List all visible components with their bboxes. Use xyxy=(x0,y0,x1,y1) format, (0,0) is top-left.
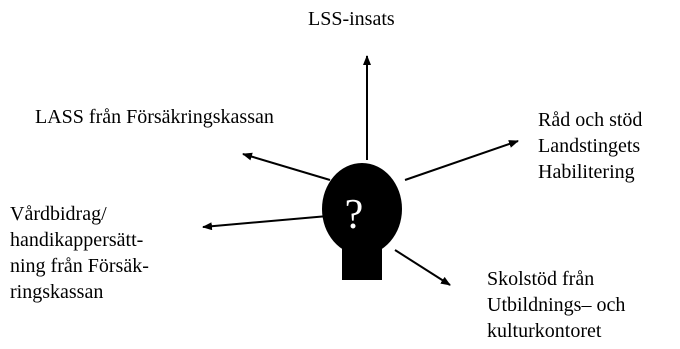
question-mark: ? xyxy=(345,192,364,238)
head-figure: ? xyxy=(322,163,402,280)
node-vard-line-3: ning från Försäk- xyxy=(10,255,149,277)
node-skol: Skolstöd från Utbildnings– och kulturkon… xyxy=(487,266,625,344)
arrow-to-rad xyxy=(404,140,519,181)
node-vard-line-1: Vårdbidrag/ xyxy=(10,203,107,225)
node-lss-line-1: LSS-insats xyxy=(308,8,395,30)
node-lass-line-1: LASS från Försäkringskassan xyxy=(35,106,274,128)
arrow-to-skol xyxy=(394,249,451,286)
node-lass: LASS från Försäkringskassan xyxy=(35,104,274,130)
node-rad: Råd och stöd Landstingets Habilitering xyxy=(538,107,642,185)
node-skol-line-3: kulturkontoret xyxy=(487,320,602,342)
node-rad-line-3: Habilitering xyxy=(538,161,635,183)
node-lss: LSS-insats xyxy=(308,6,395,32)
node-rad-line-1: Råd och stöd xyxy=(538,109,643,131)
arrow-to-vard xyxy=(202,215,329,231)
node-vard: Vårdbidrag/ handikappersätt- ning från F… xyxy=(10,201,149,305)
arrow-to-lass xyxy=(242,152,331,181)
node-skol-line-1: Skolstöd från xyxy=(487,268,595,290)
node-skol-line-2: Utbildnings– och xyxy=(487,294,626,316)
node-vard-line-2: handikappersätt- xyxy=(10,229,144,251)
node-rad-line-2: Landstingets xyxy=(538,135,641,157)
node-vard-line-4: ringskassan xyxy=(10,281,104,303)
